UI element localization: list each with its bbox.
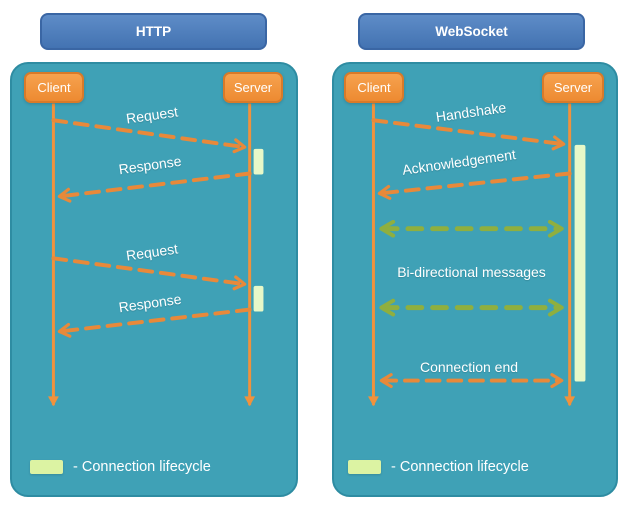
websocket-client-label: Client bbox=[357, 80, 391, 95]
websocket-server-box: Server bbox=[542, 72, 604, 103]
request-label-1: Request bbox=[125, 103, 179, 127]
request-arrow-2 bbox=[51, 256, 247, 291]
http-title-bar: HTTP bbox=[40, 13, 267, 50]
connection-lifecycle-swatch bbox=[348, 460, 381, 474]
connection-lifecycle-swatch bbox=[30, 460, 63, 474]
websocket-title-label: WebSocket bbox=[435, 24, 508, 39]
http-sequence-canvas bbox=[47, 103, 264, 407]
handshake-arrow bbox=[371, 118, 566, 151]
http-legend: - Connection lifecycle bbox=[30, 459, 211, 475]
http-panel: Client Server Request Response Request R… bbox=[10, 62, 298, 497]
websocket-server-label: Server bbox=[553, 80, 593, 95]
connection-end-label: Connection end bbox=[419, 359, 519, 375]
websocket-panel: Client Server Handshake Acknowledgement … bbox=[332, 62, 618, 497]
request-arrow-1 bbox=[51, 118, 247, 154]
activation-bar-2 bbox=[253, 285, 264, 312]
acknowledgement-label: Acknowledgement bbox=[401, 146, 517, 178]
http-title-label: HTTP bbox=[135, 24, 172, 39]
handshake-label: Handshake bbox=[434, 99, 508, 125]
response-label-2: Response bbox=[117, 290, 183, 316]
response-label-1: Response bbox=[117, 152, 183, 178]
websocket-title-bar: WebSocket bbox=[358, 13, 585, 50]
http-server-box: Server bbox=[223, 72, 283, 103]
http-legend-label: - Connection lifecycle bbox=[73, 459, 211, 475]
websocket-client-box: Client bbox=[344, 72, 404, 103]
request-label-2: Request bbox=[125, 240, 179, 264]
bidirectional-label: Bi-directional messages bbox=[397, 264, 546, 280]
http-client-label: Client bbox=[37, 80, 71, 95]
http-client-box: Client bbox=[24, 72, 84, 103]
http-server-label: Server bbox=[233, 80, 273, 95]
websocket-legend: - Connection lifecycle bbox=[348, 459, 529, 475]
connection-lifecycle-bar bbox=[574, 144, 586, 382]
websocket-legend-label: - Connection lifecycle bbox=[391, 459, 529, 475]
activation-bar-1 bbox=[253, 148, 264, 175]
